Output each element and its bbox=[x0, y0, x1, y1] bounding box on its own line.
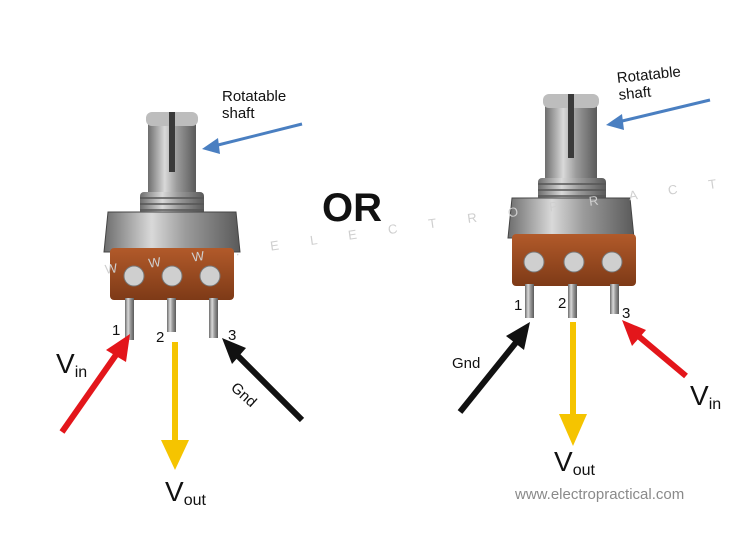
right-vin-label: Vin bbox=[690, 382, 721, 413]
or-label: OR bbox=[322, 186, 382, 230]
right-vout-sub: out bbox=[572, 462, 595, 479]
left-pin-3-label: 3 bbox=[228, 327, 237, 344]
right-shaft-arrow bbox=[606, 98, 711, 130]
right-vin-arrow bbox=[622, 320, 688, 379]
left-pin-1-label: 1 bbox=[112, 322, 121, 339]
right-shaft-label: Rotatable shaft bbox=[616, 63, 683, 104]
right-vout-arrow bbox=[559, 322, 587, 446]
footer-url: www.electropractical.com bbox=[515, 486, 685, 503]
left-gnd-arrow bbox=[222, 338, 305, 423]
right-pin-1-label: 1 bbox=[514, 297, 523, 314]
right-gnd-arrow bbox=[457, 322, 530, 414]
left-vin-arrow bbox=[59, 334, 130, 434]
left-shaft-label: Rotatable shaft bbox=[222, 88, 286, 122]
right-potentiometer bbox=[507, 94, 636, 318]
right-pin-2-label: 2 bbox=[558, 295, 567, 312]
left-vout-main: V bbox=[165, 476, 184, 507]
left-vin-label: Vin bbox=[56, 350, 87, 381]
left-pin-2-label: 2 bbox=[156, 329, 165, 346]
right-vin-sub: in bbox=[708, 396, 722, 413]
right-shaft-label-text: Rotatable shaft bbox=[616, 63, 682, 104]
left-vin-sub: in bbox=[74, 364, 88, 381]
left-shaft-arrow bbox=[202, 122, 303, 154]
left-shaft-label-text: Rotatable shaft bbox=[222, 88, 287, 122]
left-vout-arrow bbox=[161, 342, 189, 470]
right-gnd-label: Gnd bbox=[452, 355, 481, 372]
right-vin-main: V bbox=[690, 380, 709, 411]
right-vout-main: V bbox=[554, 446, 573, 477]
left-vout-label: Vout bbox=[165, 478, 206, 509]
right-pin-3-label: 3 bbox=[622, 305, 631, 322]
right-vout-label: Vout bbox=[554, 448, 595, 479]
left-potentiometer bbox=[103, 112, 241, 340]
left-vin-main: V bbox=[56, 348, 75, 379]
left-vout-sub: out bbox=[183, 492, 206, 509]
